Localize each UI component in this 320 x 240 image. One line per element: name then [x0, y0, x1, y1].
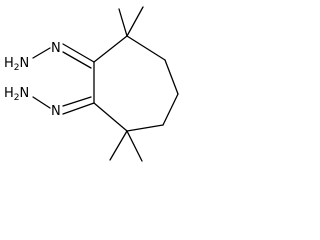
ring-bond-c3-c4: [164, 59, 179, 95]
methyl-bond-top-right: [126, 6, 144, 37]
double-bond-c7-n-bottom-b: [62, 96, 92, 107]
methyl-bond-bottom-right: [126, 130, 143, 162]
methyl-bond-bottom-left: [109, 130, 128, 161]
ring-bond-c6-c7: [93, 102, 128, 132]
ring-bond-c1-c2: [93, 35, 128, 63]
double-bond-c1-n-top-a: [62, 43, 95, 63]
double-bond-c1-n-top-b: [62, 51, 92, 69]
double-bond-c7-n-bottom-a: [62, 102, 95, 115]
ring-bond-c5-c6: [126, 124, 164, 132]
atom-label-nh2-bottom: H2N: [4, 86, 29, 103]
ring-bond-c2-c3: [126, 35, 166, 61]
atom-label-n-imine-bottom: N: [51, 104, 61, 119]
cycloheptane-ring: [93, 35, 179, 132]
atom-label-n-imine-top: N: [51, 41, 61, 56]
atom-label-nh2-top: H2N: [4, 56, 29, 73]
methyl-bond-top-left: [118, 8, 128, 37]
skeletal-structure-diagram: N H2N N H2N: [4, 6, 179, 162]
methyl-groups: [109, 6, 144, 162]
hydrazone-bottom: [32, 96, 95, 115]
ring-bond-c4-c5: [162, 93, 179, 126]
single-bond-n-n-top: [32, 47, 51, 59]
hydrazone-top: [32, 43, 95, 69]
single-bond-n-n-bottom: [32, 96, 51, 109]
